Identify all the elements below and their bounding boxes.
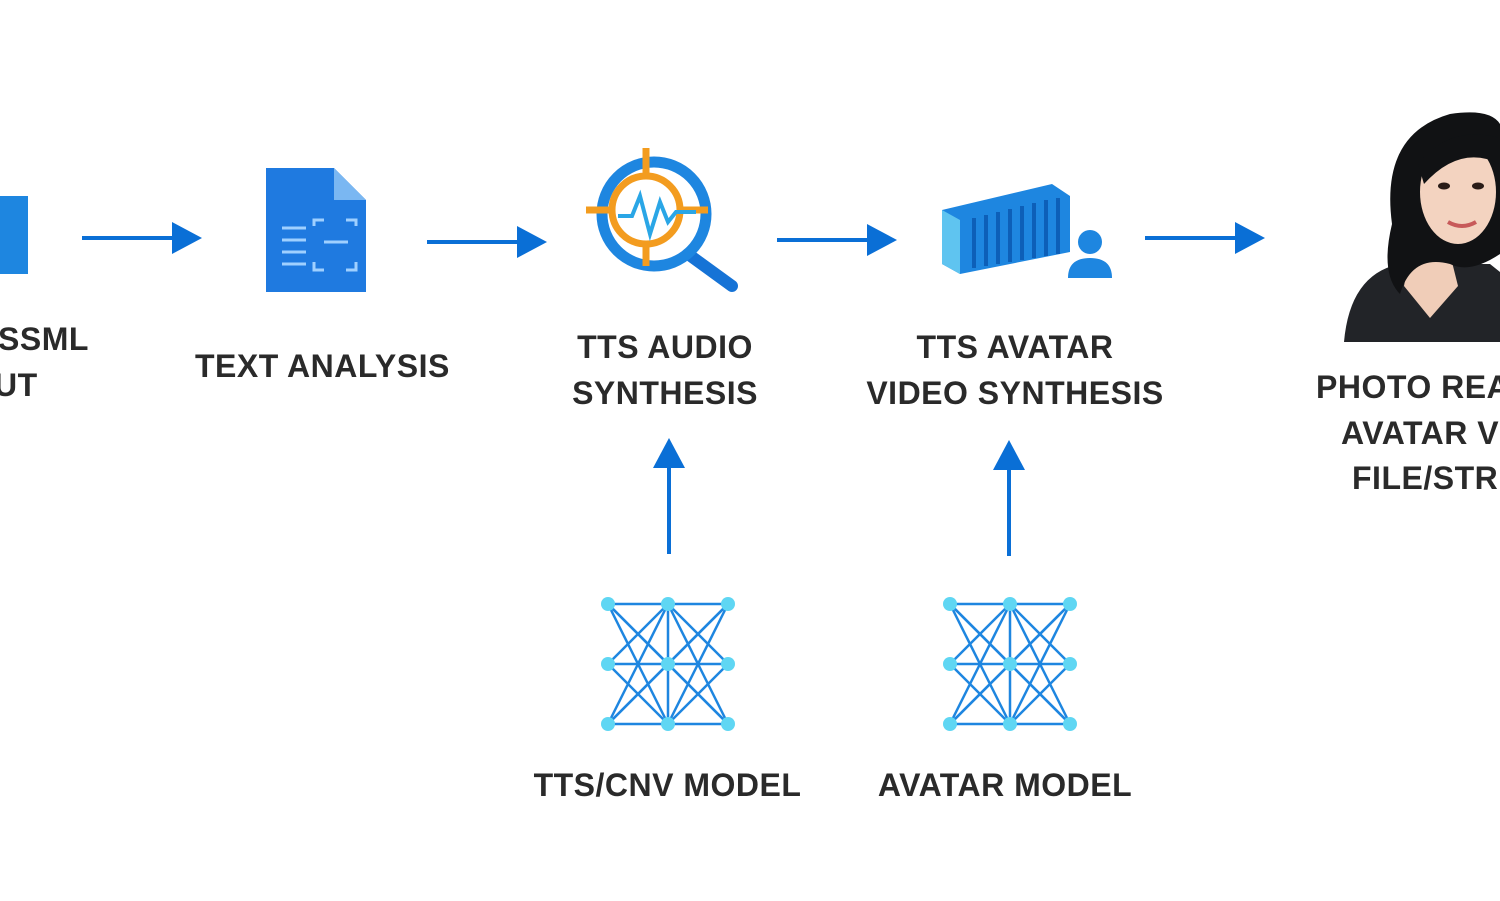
arrow-right-4 bbox=[1145, 222, 1265, 254]
tts-model-label: TTS/CNV MODEL bbox=[533, 767, 802, 803]
audio-synthesis-label-line1: TTS AUDIO bbox=[577, 329, 753, 365]
text-analysis-label: TEXT ANALYSIS bbox=[195, 348, 450, 384]
document-icon bbox=[0, 196, 28, 274]
arrow-up-2 bbox=[993, 440, 1025, 556]
output-label-line2: AVATAR V bbox=[1341, 415, 1500, 451]
input-label-line2: UT bbox=[0, 367, 38, 403]
arrow-right-3 bbox=[777, 224, 897, 256]
output-label-line3: FILE/STRE bbox=[1352, 460, 1500, 496]
container-user-icon bbox=[942, 184, 1112, 278]
text-document-icon bbox=[266, 168, 366, 292]
arrow-right-1 bbox=[82, 222, 202, 254]
output-label-line1: PHOTO REA bbox=[1316, 369, 1500, 405]
video-synthesis-label-line2: VIDEO SYNTHESIS bbox=[866, 375, 1164, 411]
audio-synthesis-label-line2: SYNTHESIS bbox=[572, 375, 758, 411]
avatar-model-label: AVATAR MODEL bbox=[877, 767, 1133, 803]
arrow-right-2 bbox=[427, 226, 547, 258]
avatar-photo bbox=[1344, 112, 1500, 342]
arrow-up-1 bbox=[653, 438, 685, 554]
neural-network-icon bbox=[943, 597, 1077, 731]
audio-search-icon bbox=[586, 148, 738, 292]
input-label-line1: SSML bbox=[0, 321, 89, 357]
video-synthesis-label-line1: TTS AVATAR bbox=[916, 329, 1114, 365]
neural-network-icon bbox=[601, 597, 735, 731]
